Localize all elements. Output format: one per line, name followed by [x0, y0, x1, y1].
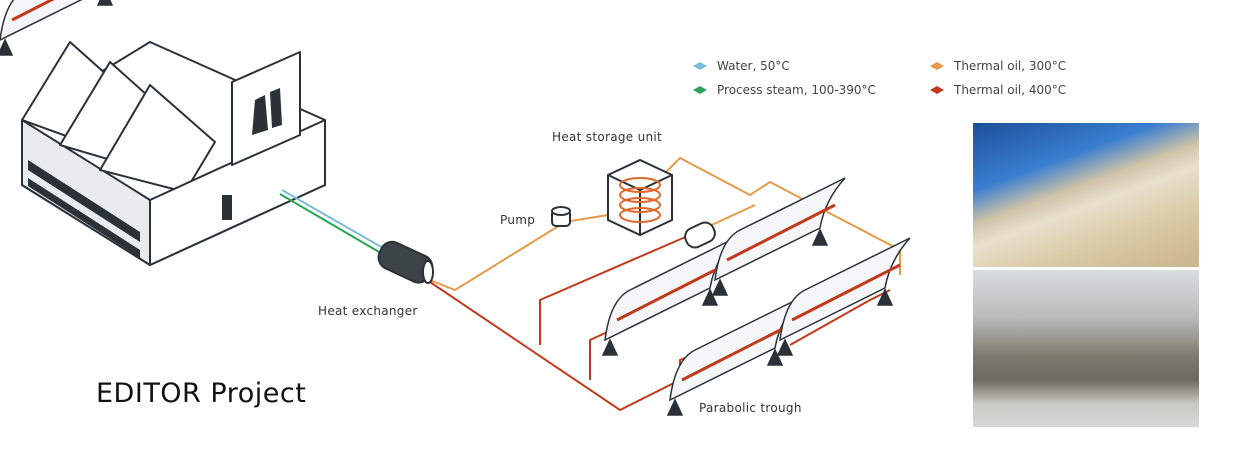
thermal-oil-400-pipe — [429, 234, 891, 412]
legend-label: Thermal oil, 400°C — [954, 83, 1067, 97]
legend-oil-400: Thermal oil, 400°C — [930, 83, 1066, 97]
factory-windows — [28, 88, 282, 258]
legend-steam: Process steam, 100-390°C — [693, 83, 876, 97]
legend-diamond-icon — [693, 62, 707, 70]
heat-exchanger — [377, 240, 434, 284]
legend-label: Process steam, 100-390°C — [717, 83, 876, 97]
parabolic-troughs — [0, 0, 912, 417]
legend-diamond-icon — [930, 86, 944, 94]
pump-icon — [551, 206, 571, 227]
heat-exchanger-label: Heat exchanger — [318, 304, 418, 318]
legend-label: Thermal oil, 300°C — [954, 59, 1067, 73]
heat-storage-label: Heat storage unit — [552, 130, 663, 144]
legend-diamond-icon — [930, 62, 944, 70]
factory-building — [21, 41, 326, 266]
project-title: EDITOR Project — [96, 378, 307, 409]
pump-label: Pump — [500, 213, 536, 227]
legend-oil-300: Thermal oil, 300°C — [930, 59, 1066, 73]
legend-label: Water, 50°C — [717, 59, 790, 73]
concrete-storage-modules-photo — [973, 270, 1199, 427]
trough-installation-photo — [973, 123, 1199, 267]
legend-diamond-icon — [693, 86, 707, 94]
parabolic-trough-label: Parabolic trough — [699, 401, 802, 415]
legend-water: Water, 50°C — [693, 59, 790, 73]
